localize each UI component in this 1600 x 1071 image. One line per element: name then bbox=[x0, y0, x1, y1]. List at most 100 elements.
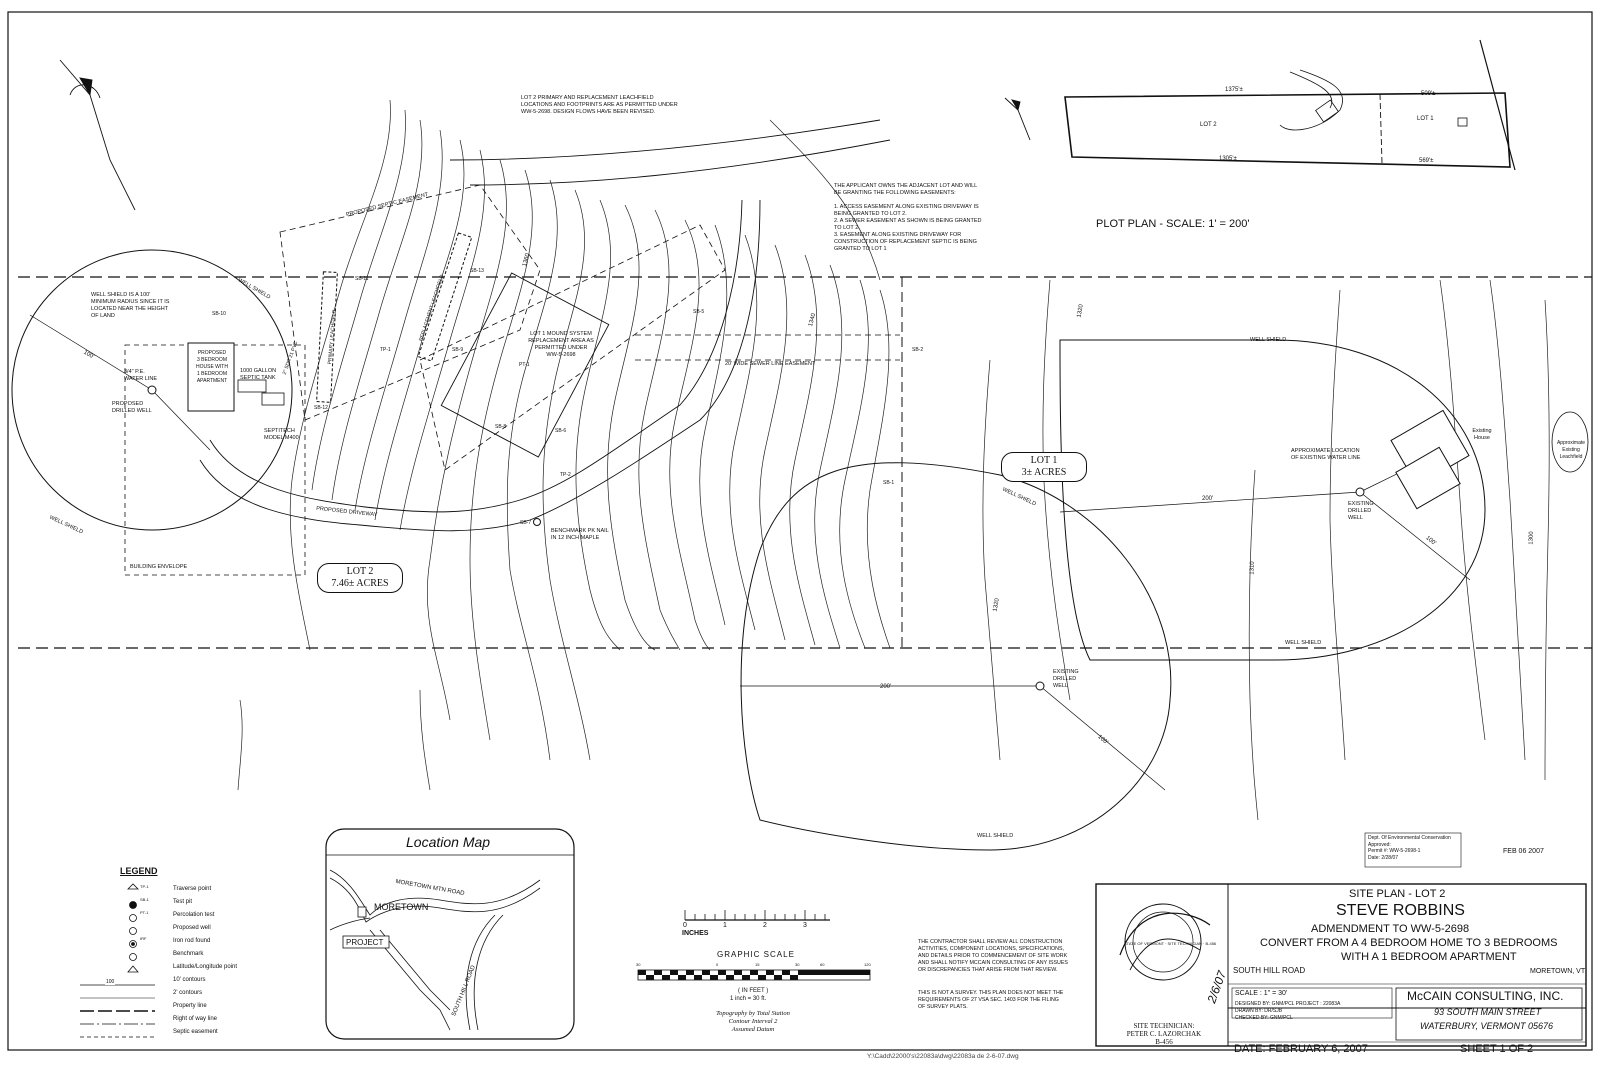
received-date: FEB 06 2007 bbox=[1503, 848, 1544, 855]
title-block bbox=[1095, 883, 1587, 1047]
tb-date: DATE: FEBRUARY 6, 2007 bbox=[1234, 1043, 1368, 1055]
label-benchmark: BENCHMARK PK NAIL IN 12 INCH MAPLE bbox=[551, 528, 609, 541]
bar-tick-4: 60 bbox=[820, 962, 825, 967]
file-path: Y:\Cadd\22000's\22083a\dwg\22083a de 2-6… bbox=[867, 1053, 1019, 1060]
approval-stamp-frame bbox=[1364, 832, 1462, 868]
location-map-project: PROJECT bbox=[346, 938, 384, 947]
label-test-pit-sb2: SB-2 bbox=[912, 347, 924, 353]
legend-sym-2: SB-1 bbox=[140, 897, 149, 902]
primary-leachfield bbox=[316, 271, 338, 403]
topography-note: Topography by Total Station Contour Inte… bbox=[716, 1010, 790, 1033]
plot-plan-inset bbox=[1064, 39, 1516, 171]
label-test-pit-sb12: SB-12 bbox=[314, 405, 328, 411]
plot-plan-title: PLOT PLAN - SCALE: 1' = 200' bbox=[1096, 218, 1250, 230]
lot1-label: LOT 1 3± ACRES bbox=[1001, 452, 1087, 482]
scale-inch-1: 1 bbox=[723, 922, 727, 929]
label-water-line: 3/4" P.E. WATER LINE bbox=[124, 369, 158, 382]
label-well-shield-1: WELL SHIELD bbox=[1250, 337, 1287, 343]
scale-inch-3: 3 bbox=[803, 922, 807, 929]
label-drilled-well-lot1: EXISTING DRILLED WELL bbox=[1053, 669, 1079, 689]
graphic-scale bbox=[637, 910, 871, 981]
label-well-shield-3: WELL SHIELD bbox=[977, 833, 1014, 839]
note-not-survey: THIS IS NOT A SURVEY. THIS PLAN DOES NOT… bbox=[918, 990, 1064, 1010]
label-sewer-easement: 20' WIDE SEWER LINE EASEMENT bbox=[725, 361, 816, 367]
plot-plan-lot1: LOT 1 bbox=[1417, 116, 1434, 122]
plot-plan-dim-bottom-left: 1305'± bbox=[1219, 156, 1237, 162]
proposed-house bbox=[187, 342, 235, 412]
bar-tick-2: 15 bbox=[755, 962, 760, 967]
legend-sym-1: TP-1 bbox=[140, 884, 149, 889]
septitech-unit bbox=[261, 392, 285, 406]
bar-tick-1: 0 bbox=[716, 962, 719, 967]
tb-town: MORETOWN, VT bbox=[1530, 968, 1586, 975]
label-existing-house: Existing House bbox=[1472, 428, 1492, 441]
tb-seal-text: STATE OF VERMONT · SITE TECHNICIAN · B-4… bbox=[1124, 941, 1217, 946]
lot1-replacement-easement bbox=[419, 224, 726, 471]
note-easements: THE APPLICANT OWNS THE ADJACENT LOT AND … bbox=[834, 183, 982, 252]
note-well-shield: WELL SHIELD IS A 100' MINIMUM RADIUS SIN… bbox=[91, 292, 170, 319]
tb-amendment: ADMENDMENT TO WW-5-2698 bbox=[1311, 923, 1470, 935]
tb-desc2: WITH A 1 BEDROOM APARTMENT bbox=[1341, 951, 1517, 963]
label-proposed-house: PROPOSED 3 BEDROOM HOUSE WITH 1 BEDROOM … bbox=[196, 350, 228, 384]
legend-title: LEGEND bbox=[120, 866, 158, 876]
label-test-pit-pt1: PT-1 bbox=[519, 362, 530, 368]
proposed-well-marker bbox=[147, 385, 157, 395]
legend-item-10: Property line bbox=[173, 1003, 207, 1009]
legend-item-11: Right of way line bbox=[173, 1016, 218, 1022]
north-arrow bbox=[59, 59, 1031, 211]
label-test-pit-sb8: SB-8 bbox=[495, 424, 507, 430]
note-contractor: THE CONTRACTOR SHALL REVIEW ALL CONSTRUC… bbox=[918, 939, 1068, 973]
location-map-roads bbox=[329, 869, 541, 1031]
label-test-pit-sb13: SB-13 bbox=[470, 268, 484, 274]
label-dim-200-a: 200' bbox=[1202, 496, 1214, 502]
tb-technician: SITE TECHNICIAN: PETER C. LAZORCHAK B-45… bbox=[1126, 1022, 1202, 1046]
bar-tick-0: 30 bbox=[636, 962, 641, 967]
label-test-pit-sb11: SB-11 bbox=[355, 276, 369, 282]
existing-house bbox=[1390, 409, 1470, 510]
plot-plan-dim-top-left: 1375'± bbox=[1225, 87, 1243, 93]
tb-road: SOUTH HILL ROAD bbox=[1233, 966, 1306, 975]
scale-inch-2: 2 bbox=[763, 922, 767, 929]
dimension-lines bbox=[29, 314, 1471, 791]
legend-sym-8: 100 bbox=[105, 979, 116, 985]
scale-unit: ( IN FEET ) bbox=[738, 988, 769, 994]
label-drilled-well: PROPOSED DRILLED WELL bbox=[112, 401, 152, 414]
location-map-frame bbox=[325, 828, 575, 1040]
lot1-name: LOT 1 bbox=[1030, 455, 1058, 466]
label-dim-200-b: 200' bbox=[880, 684, 892, 690]
sewer-easement bbox=[635, 334, 900, 361]
bar-tick-3: 30 bbox=[795, 962, 800, 967]
well-shield-lot1-drilled bbox=[740, 462, 1172, 851]
legend-item-1: Traverse point bbox=[173, 886, 212, 892]
tb-desc1: CONVERT FROM A 4 BEDROOM HOME TO 3 BEDRO… bbox=[1260, 937, 1558, 949]
label-approx-leachfield: Approximate Existing Leachfield bbox=[1556, 440, 1586, 460]
location-map-title: Location Map bbox=[406, 834, 491, 850]
label-lot1-mound: LOT 1 MOUND SYSTEM REPLACEMENT AREA AS P… bbox=[528, 331, 594, 358]
label-test-pit-sb1: SB-1 bbox=[883, 480, 895, 486]
tb-company: McCAIN CONSULTING, INC. bbox=[1407, 989, 1564, 1003]
well-shield-lot1-existing bbox=[1059, 339, 1486, 661]
label-test-pit-tp1: TP-1 bbox=[380, 347, 391, 353]
lot1-mound-area bbox=[440, 272, 610, 458]
plot-plan-dim-top-right: 509'± bbox=[1421, 91, 1436, 97]
bar-tick-5: 120 bbox=[864, 962, 871, 967]
legend-item-6: Benchmark bbox=[173, 951, 204, 957]
tb-scale: SCALE : 1" = 30' bbox=[1235, 990, 1288, 997]
label-contour-1310: 1310 bbox=[1249, 561, 1256, 575]
legend-item-12: Septic easement bbox=[173, 1029, 218, 1035]
lot2-name: LOT 2 bbox=[346, 566, 374, 577]
label-contour-1300: 1300 bbox=[1528, 531, 1535, 545]
label-test-pit-sb9: SB-9 bbox=[452, 347, 464, 353]
label-test-pit-sb10: SB-10 bbox=[212, 311, 226, 317]
scale-inch-0: 0 bbox=[683, 922, 687, 929]
tb-sheet: SHEET 1 OF 2 bbox=[1460, 1043, 1534, 1055]
benchmark-marker bbox=[533, 518, 541, 526]
label-septic-tank: 1000 GALLON SEPTIC TANK bbox=[240, 368, 277, 381]
legend-item-5: Iron rod found bbox=[173, 938, 211, 944]
lot1-area: 3± ACRES bbox=[1021, 467, 1067, 478]
lot2-area: 7.46± ACRES bbox=[331, 578, 389, 589]
contour-lines bbox=[237, 99, 1550, 821]
legend-symbols bbox=[80, 883, 155, 1038]
legend-sym-3: PT-1 bbox=[140, 910, 149, 915]
septic-easement bbox=[279, 184, 541, 421]
